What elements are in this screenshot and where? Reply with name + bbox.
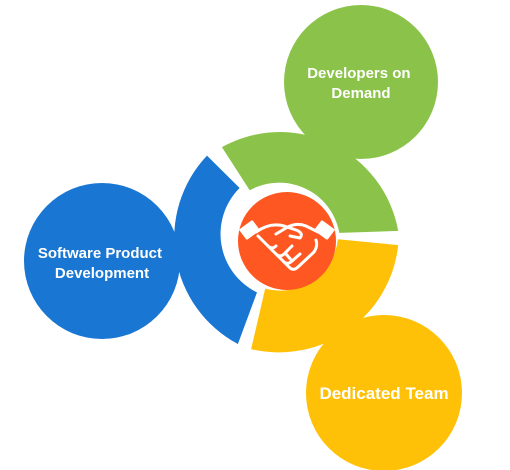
dedicated-team-circle	[306, 315, 462, 470]
software-product-development-label: Software Product Development	[38, 245, 166, 282]
hub-circle	[238, 192, 336, 290]
arc-developers-on-demand	[221, 132, 399, 233]
dedicated-team-node: Dedicated Team	[306, 315, 462, 470]
software-product-development-node: Software Product Development	[24, 183, 180, 339]
arc-software-product-development	[174, 155, 257, 344]
developers-on-demand-node: Developers on Demand	[284, 5, 438, 159]
arc-dedicated-team	[251, 239, 399, 353]
developers-on-demand-circle	[284, 5, 438, 159]
handshake-icon	[239, 220, 335, 271]
developers-on-demand-label: Developers on Demand	[307, 65, 415, 102]
software-product-development-circle	[24, 183, 180, 339]
dedicated-team-label: Dedicated Team	[319, 384, 448, 403]
ring-segments	[174, 132, 399, 353]
center-hub	[238, 192, 336, 290]
